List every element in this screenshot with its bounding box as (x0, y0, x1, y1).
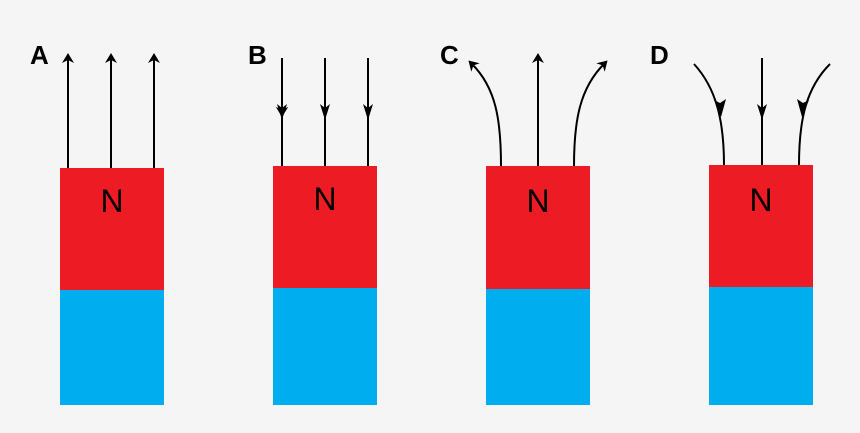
arrow-d-1 (714, 99, 726, 117)
arrow-b-2 (320, 104, 330, 120)
arrow-b-3 (363, 104, 373, 120)
pole-label-b: N (313, 181, 336, 217)
arrow-b-1 (277, 104, 287, 120)
panel-label-d: D (650, 40, 669, 70)
field-line-c-3 (573, 60, 608, 167)
pole-label-c: N (526, 183, 549, 219)
pole-label-a: N (100, 183, 123, 219)
panel-d: D N (650, 40, 831, 405)
south-pole-d (709, 287, 813, 405)
north-pole-c (486, 166, 590, 289)
panel-b: B N (248, 40, 377, 405)
panel-a: A N (30, 40, 164, 405)
north-pole-b (273, 166, 377, 288)
south-pole-c (486, 289, 590, 405)
panel-c: C N (440, 40, 608, 405)
pole-label-d: N (749, 182, 772, 218)
arrow-d-3 (797, 99, 809, 117)
arrow-d-2 (757, 104, 767, 120)
north-pole-d (709, 165, 813, 287)
north-pole-a (60, 168, 164, 290)
south-pole-b (273, 288, 377, 405)
panel-label-a: A (30, 40, 49, 70)
panel-label-b: B (248, 40, 267, 70)
south-pole-a (60, 290, 164, 405)
panel-label-c: C (440, 40, 459, 70)
field-line-c-1 (468, 60, 502, 167)
